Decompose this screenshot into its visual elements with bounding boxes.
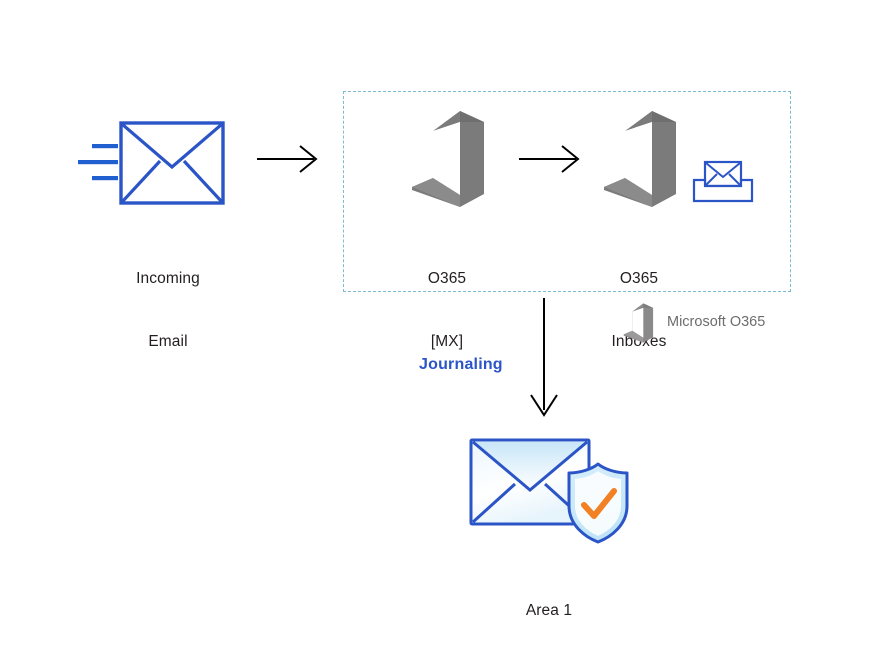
label-line: Area 1	[525, 602, 573, 619]
label-line: O365	[619, 270, 659, 287]
edge-inboxes-to-area1	[527, 297, 561, 419]
node-label-area1-email-security: Area 1 email security	[464, 558, 634, 653]
edge-incoming-to-mx	[256, 142, 322, 176]
o365-boundary-group	[343, 91, 791, 292]
speed-lines-icon	[76, 140, 124, 186]
edge-mx-to-inboxes	[518, 142, 584, 176]
node-label-o365-mx: O365 [MX]	[367, 226, 527, 394]
office365-icon	[600, 110, 678, 208]
envelope-icon	[119, 121, 225, 205]
envelope-shield-icon	[468, 432, 634, 544]
node-label-incoming-email: Incoming Email	[88, 226, 248, 394]
label-line: Email	[148, 333, 188, 350]
edge-label-journaling: Journaling	[419, 356, 503, 373]
label-line: Incoming	[136, 270, 200, 287]
office365-icon	[408, 110, 486, 208]
legend-office365-icon	[621, 303, 655, 343]
label-line: [MX]	[430, 333, 464, 350]
legend-label: Microsoft O365	[667, 314, 766, 330]
label-line: O365	[427, 270, 467, 287]
inbox-tray-icon	[692, 160, 754, 204]
